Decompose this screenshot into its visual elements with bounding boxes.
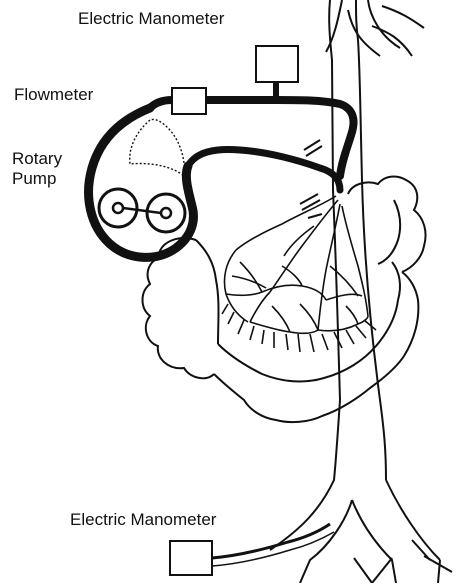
label-flowmeter: Flowmeter (14, 86, 93, 104)
top-manometer-box (256, 46, 298, 82)
return-tubing (188, 150, 340, 190)
label-bottom-electric-manometer: Electric Manometer (70, 511, 216, 529)
flowmeter-box (172, 88, 206, 114)
bottom-manometer-tubing (212, 524, 330, 558)
mesenteric-vessels (222, 196, 376, 352)
main-vessel (270, 0, 452, 583)
bottom-manometer-box (170, 541, 212, 575)
label-top-electric-manometer: Electric Manometer (78, 10, 224, 28)
label-pump: Pump (12, 170, 56, 188)
bottom-manometer (170, 524, 334, 575)
pump-housing (130, 119, 185, 176)
label-rotary: Rotary (12, 150, 62, 168)
